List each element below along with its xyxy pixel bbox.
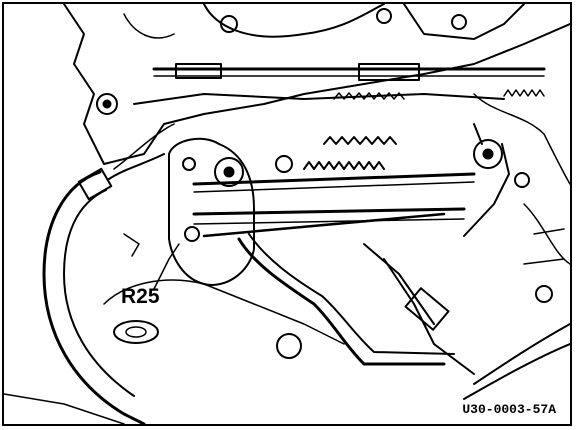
carburetor-body xyxy=(168,137,255,286)
air-hose-inner xyxy=(63,189,135,397)
upper-stud-2 xyxy=(220,15,238,33)
lower-bolt-center xyxy=(276,333,302,359)
upper-stud-1 xyxy=(96,93,118,115)
return-spring-top xyxy=(333,92,405,100)
upper-right-casting xyxy=(403,4,525,40)
linkage-bar-diagonal xyxy=(202,212,446,238)
callout-r25: R25 xyxy=(121,285,160,308)
hose-clamp-left xyxy=(77,167,113,201)
air-hose-outer xyxy=(42,170,146,424)
callout-leader xyxy=(153,243,180,290)
right-pivot xyxy=(473,139,503,169)
carburetor-pivot xyxy=(214,157,244,187)
upper-casting xyxy=(203,4,385,38)
rod-sleeve-right xyxy=(358,63,420,81)
figure-id: U30-0003-57A xyxy=(462,402,556,417)
return-spring-right xyxy=(503,89,545,97)
linkage-bar-lower xyxy=(192,207,466,216)
cable-right xyxy=(383,258,475,375)
illustration-frame: R25 U30-0003-57A xyxy=(2,2,572,426)
rod-sleeve-left xyxy=(175,63,222,79)
cable-fitting xyxy=(404,287,450,331)
linkage-spring-2 xyxy=(303,161,385,170)
lower-casting xyxy=(103,279,345,345)
linkage-spring-1 xyxy=(323,136,397,145)
linkage-bar-upper xyxy=(192,172,476,186)
fuel-hose xyxy=(237,237,446,366)
lower-bolt-left xyxy=(113,320,159,344)
carburetor-linkage-drawing xyxy=(4,4,570,424)
